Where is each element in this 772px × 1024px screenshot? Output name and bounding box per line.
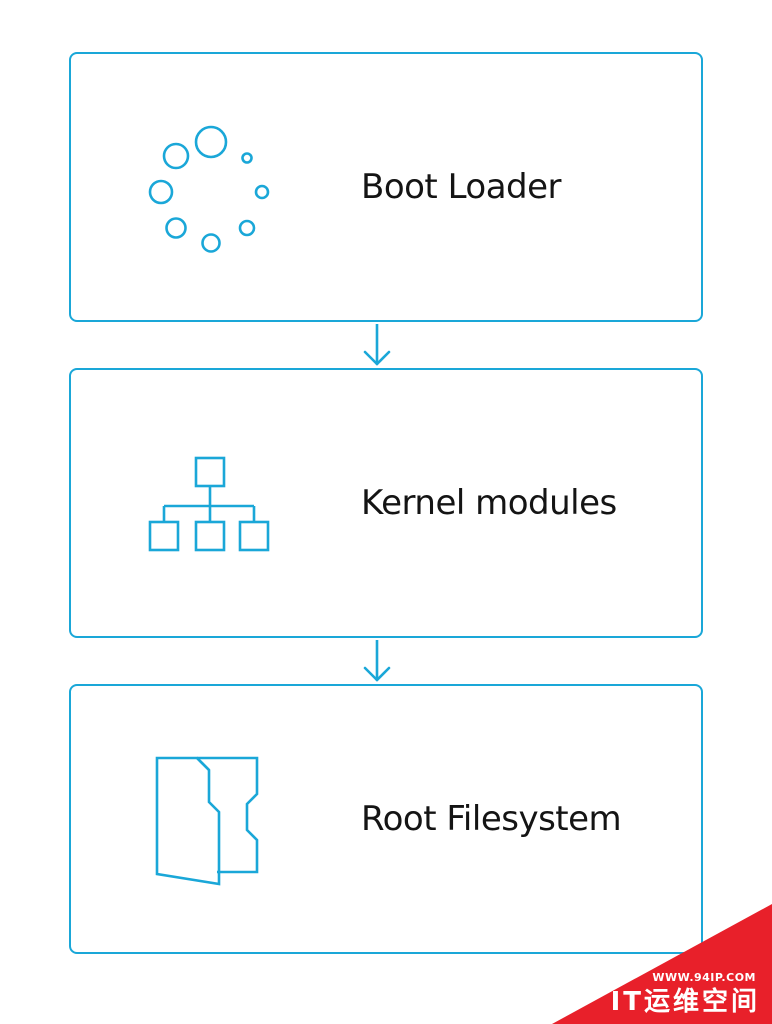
step-box-kernel-modules: Kernel modules bbox=[69, 368, 703, 638]
step-label-boot-loader: Boot Loader bbox=[361, 167, 562, 207]
step-box-root-filesystem: Root Filesystem bbox=[69, 684, 703, 954]
step-box-boot-loader: Boot Loader bbox=[69, 52, 703, 322]
watermark: WWW.94IP.COM IT运维空间 bbox=[512, 904, 772, 1024]
watermark-name: IT运维空间 bbox=[610, 987, 760, 1017]
hierarchy-icon bbox=[148, 456, 270, 552]
down-arrow-icon bbox=[363, 324, 391, 366]
step-label-kernel-modules: Kernel modules bbox=[361, 483, 617, 523]
loading-spinner-icon bbox=[148, 125, 270, 253]
down-arrow-icon bbox=[363, 640, 391, 682]
watermark-url: WWW.94IP.COM bbox=[652, 971, 756, 984]
watermark-triangle bbox=[552, 904, 772, 1024]
step-label-root-filesystem: Root Filesystem bbox=[361, 799, 622, 839]
folder-icon bbox=[155, 756, 259, 886]
